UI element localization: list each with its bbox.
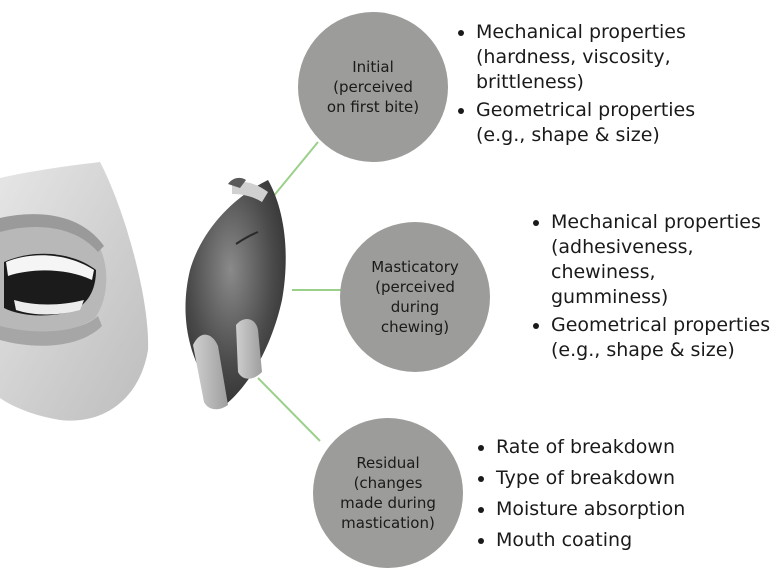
residual-stage-circle: Residual (changes made during masticatio… [313, 418, 463, 568]
bullet-icon [478, 445, 484, 451]
list-item-text: Mechanical properties [476, 20, 754, 45]
initial-stage-label: Initial (perceived on first bite) [317, 57, 429, 117]
list-item-text: Mechanical properties [551, 210, 778, 235]
masticatory-stage-circle: Masticatory (perceived during chewing) [340, 222, 490, 372]
list-item-text: brittleness) [476, 70, 754, 95]
masticatory-label-line: chewing) [371, 317, 459, 337]
initial-label-line: on first bite) [327, 97, 419, 117]
list-item-text: gumminess) [551, 285, 778, 310]
list-item-text: Geometrical properties [551, 313, 778, 338]
list-item-text: (adhesiveness, [551, 235, 778, 260]
bullet-icon [478, 476, 484, 482]
list-item-text: (e.g., shape & size) [551, 338, 778, 363]
list-item: Geometrical properties (e.g., shape & si… [529, 313, 778, 363]
mouth-image [0, 162, 148, 421]
bullet-icon [533, 220, 539, 226]
bullet-icon [533, 323, 539, 329]
list-item-text: chewiness, [551, 260, 778, 285]
masticatory-label-line: Masticatory [371, 257, 459, 277]
initial-properties-list: Mechanical properties (hardness, viscosi… [454, 20, 754, 148]
list-item-text: Type of breakdown [496, 466, 764, 491]
list-item-text: Mouth coating [496, 528, 764, 553]
masticatory-label-line: (perceived [371, 277, 459, 297]
residual-label-line: (changes [340, 473, 436, 493]
bullet-icon [478, 507, 484, 513]
list-item: Geometrical properties (e.g., shape & si… [454, 98, 754, 148]
list-item: Mouth coating [474, 528, 764, 553]
residual-label-line: made during [340, 493, 436, 513]
masticatory-properties-list: Mechanical properties (adhesiveness, che… [529, 210, 778, 363]
apple-image [185, 178, 285, 409]
initial-label-line: Initial [327, 57, 419, 77]
list-item-text: Moisture absorption [496, 497, 764, 522]
residual-stage-label: Residual (changes made during masticatio… [330, 453, 446, 533]
masticatory-stage-label: Masticatory (perceived during chewing) [361, 257, 469, 337]
residual-properties-list: Rate of breakdown Type of breakdown Mois… [474, 435, 764, 553]
list-item: Mechanical properties (adhesiveness, che… [529, 210, 778, 310]
list-item: Type of breakdown [474, 466, 764, 491]
residual-label-line: mastication) [340, 513, 436, 533]
bullet-icon [458, 108, 464, 114]
masticatory-label-line: during [371, 297, 459, 317]
initial-stage-circle: Initial (perceived on first bite) [298, 12, 448, 162]
list-item: Rate of breakdown [474, 435, 764, 460]
connector-residual [258, 378, 320, 441]
list-item-text: Rate of breakdown [496, 435, 764, 460]
list-item: Mechanical properties (hardness, viscosi… [454, 20, 754, 95]
initial-label-line: (perceived [327, 77, 419, 97]
bullet-icon [458, 30, 464, 36]
list-item-text: Geometrical properties [476, 98, 754, 123]
residual-label-line: Residual [340, 453, 436, 473]
bullet-icon [478, 538, 484, 544]
list-item-text: (e.g., shape & size) [476, 123, 754, 148]
list-item-text: (hardness, viscosity, [476, 45, 754, 70]
list-item: Moisture absorption [474, 497, 764, 522]
